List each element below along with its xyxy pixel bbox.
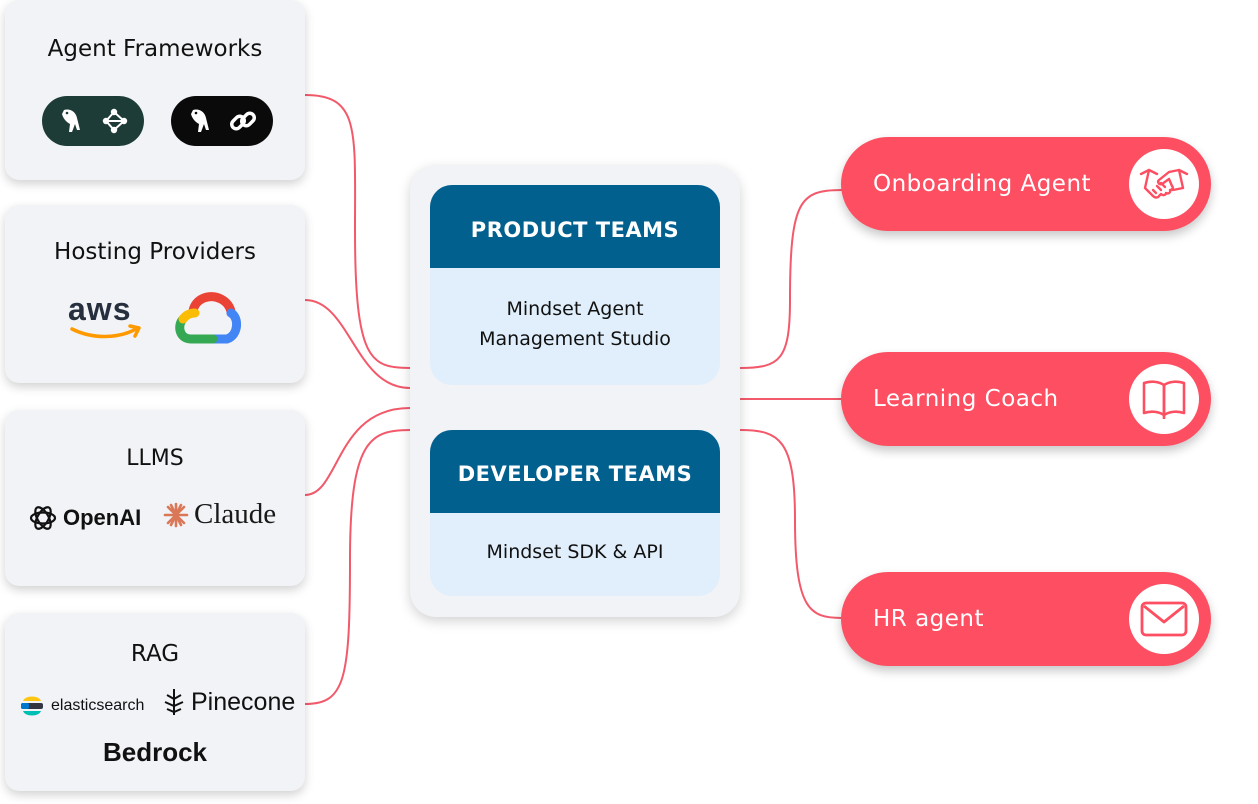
bedrock-wordmark: Bedrock — [102, 737, 208, 767]
team-body: Mindset SDK & API — [430, 513, 720, 567]
rag-card: RAG elasticsearch Pinecone Bedrock — [5, 613, 305, 791]
chain-link-icon — [229, 111, 257, 131]
claude-logo: Claude — [162, 498, 276, 531]
book-icon — [1129, 364, 1199, 434]
google-cloud-icon — [175, 292, 241, 344]
openai-wordmark: OpenAI — [63, 505, 142, 530]
parrot-icon — [62, 109, 80, 132]
openai-logo: OpenAI — [27, 502, 141, 534]
langgraph-logo — [42, 96, 144, 146]
onboarding-agent: Onboarding Agent — [841, 137, 1211, 231]
pinecone-logo: Pinecone — [161, 687, 295, 717]
team-header: PRODUCT TEAMS — [430, 185, 720, 268]
elasticsearch-icon — [21, 696, 43, 716]
agent-label: Onboarding Agent — [873, 171, 1092, 197]
elasticsearch-wordmark: elasticsearch — [51, 697, 145, 714]
connector-rag — [304, 429, 411, 705]
teams-hub: PRODUCT TEAMS Mindset Agent Management S… — [410, 165, 740, 617]
graph-nodes-icon — [102, 108, 128, 134]
pinecone-wordmark: Pinecone — [191, 687, 296, 716]
envelope-icon — [1129, 584, 1199, 654]
llms-card: LLMS OpenAI Claude — [5, 410, 305, 586]
aws-logo: aws — [68, 293, 144, 345]
developer-teams-panel: DEVELOPER TEAMS Mindset SDK & API — [430, 430, 720, 596]
team-header: DEVELOPER TEAMS — [430, 430, 720, 513]
aws-wordmark: aws — [68, 291, 132, 327]
agent-frameworks-card: Agent Frameworks — [5, 0, 305, 180]
team-body-line: Mindset Agent — [506, 298, 644, 320]
claude-wordmark: Claude — [194, 498, 277, 530]
langchain-logo — [171, 96, 273, 146]
product-teams-panel: PRODUCT TEAMS Mindset Agent Management S… — [430, 185, 720, 385]
card-title: Hosting Providers — [54, 239, 256, 265]
agent-label: HR agent — [873, 606, 985, 632]
card-title: LLMS — [126, 446, 184, 471]
hr-agent: HR agent — [841, 572, 1211, 666]
connector-hosting-providers — [304, 299, 411, 389]
handshake-icon — [1129, 149, 1199, 219]
connector-onboarding — [739, 189, 843, 369]
agent-label: Learning Coach — [873, 386, 1059, 412]
parrot-icon — [191, 109, 209, 132]
learning-coach-agent: Learning Coach — [841, 352, 1211, 446]
card-title: Agent Frameworks — [47, 36, 263, 62]
team-body-line: Management Studio — [479, 328, 671, 350]
claude-sunburst-icon — [163, 502, 189, 527]
connector-hr — [739, 429, 843, 619]
team-body: Mindset Agent Management Studio — [430, 268, 720, 354]
aws-smile-icon — [70, 324, 141, 339]
card-title: RAG — [130, 641, 180, 667]
connector-llms — [304, 407, 411, 496]
openai-icon — [29, 506, 57, 530]
elasticsearch-logo: elasticsearch — [19, 693, 144, 719]
team-body-line: Mindset SDK & API — [486, 541, 664, 563]
hosting-providers-card: Hosting Providers aws — [5, 205, 305, 383]
pinecone-icon — [164, 689, 184, 715]
connector-agent-frameworks — [304, 94, 411, 369]
